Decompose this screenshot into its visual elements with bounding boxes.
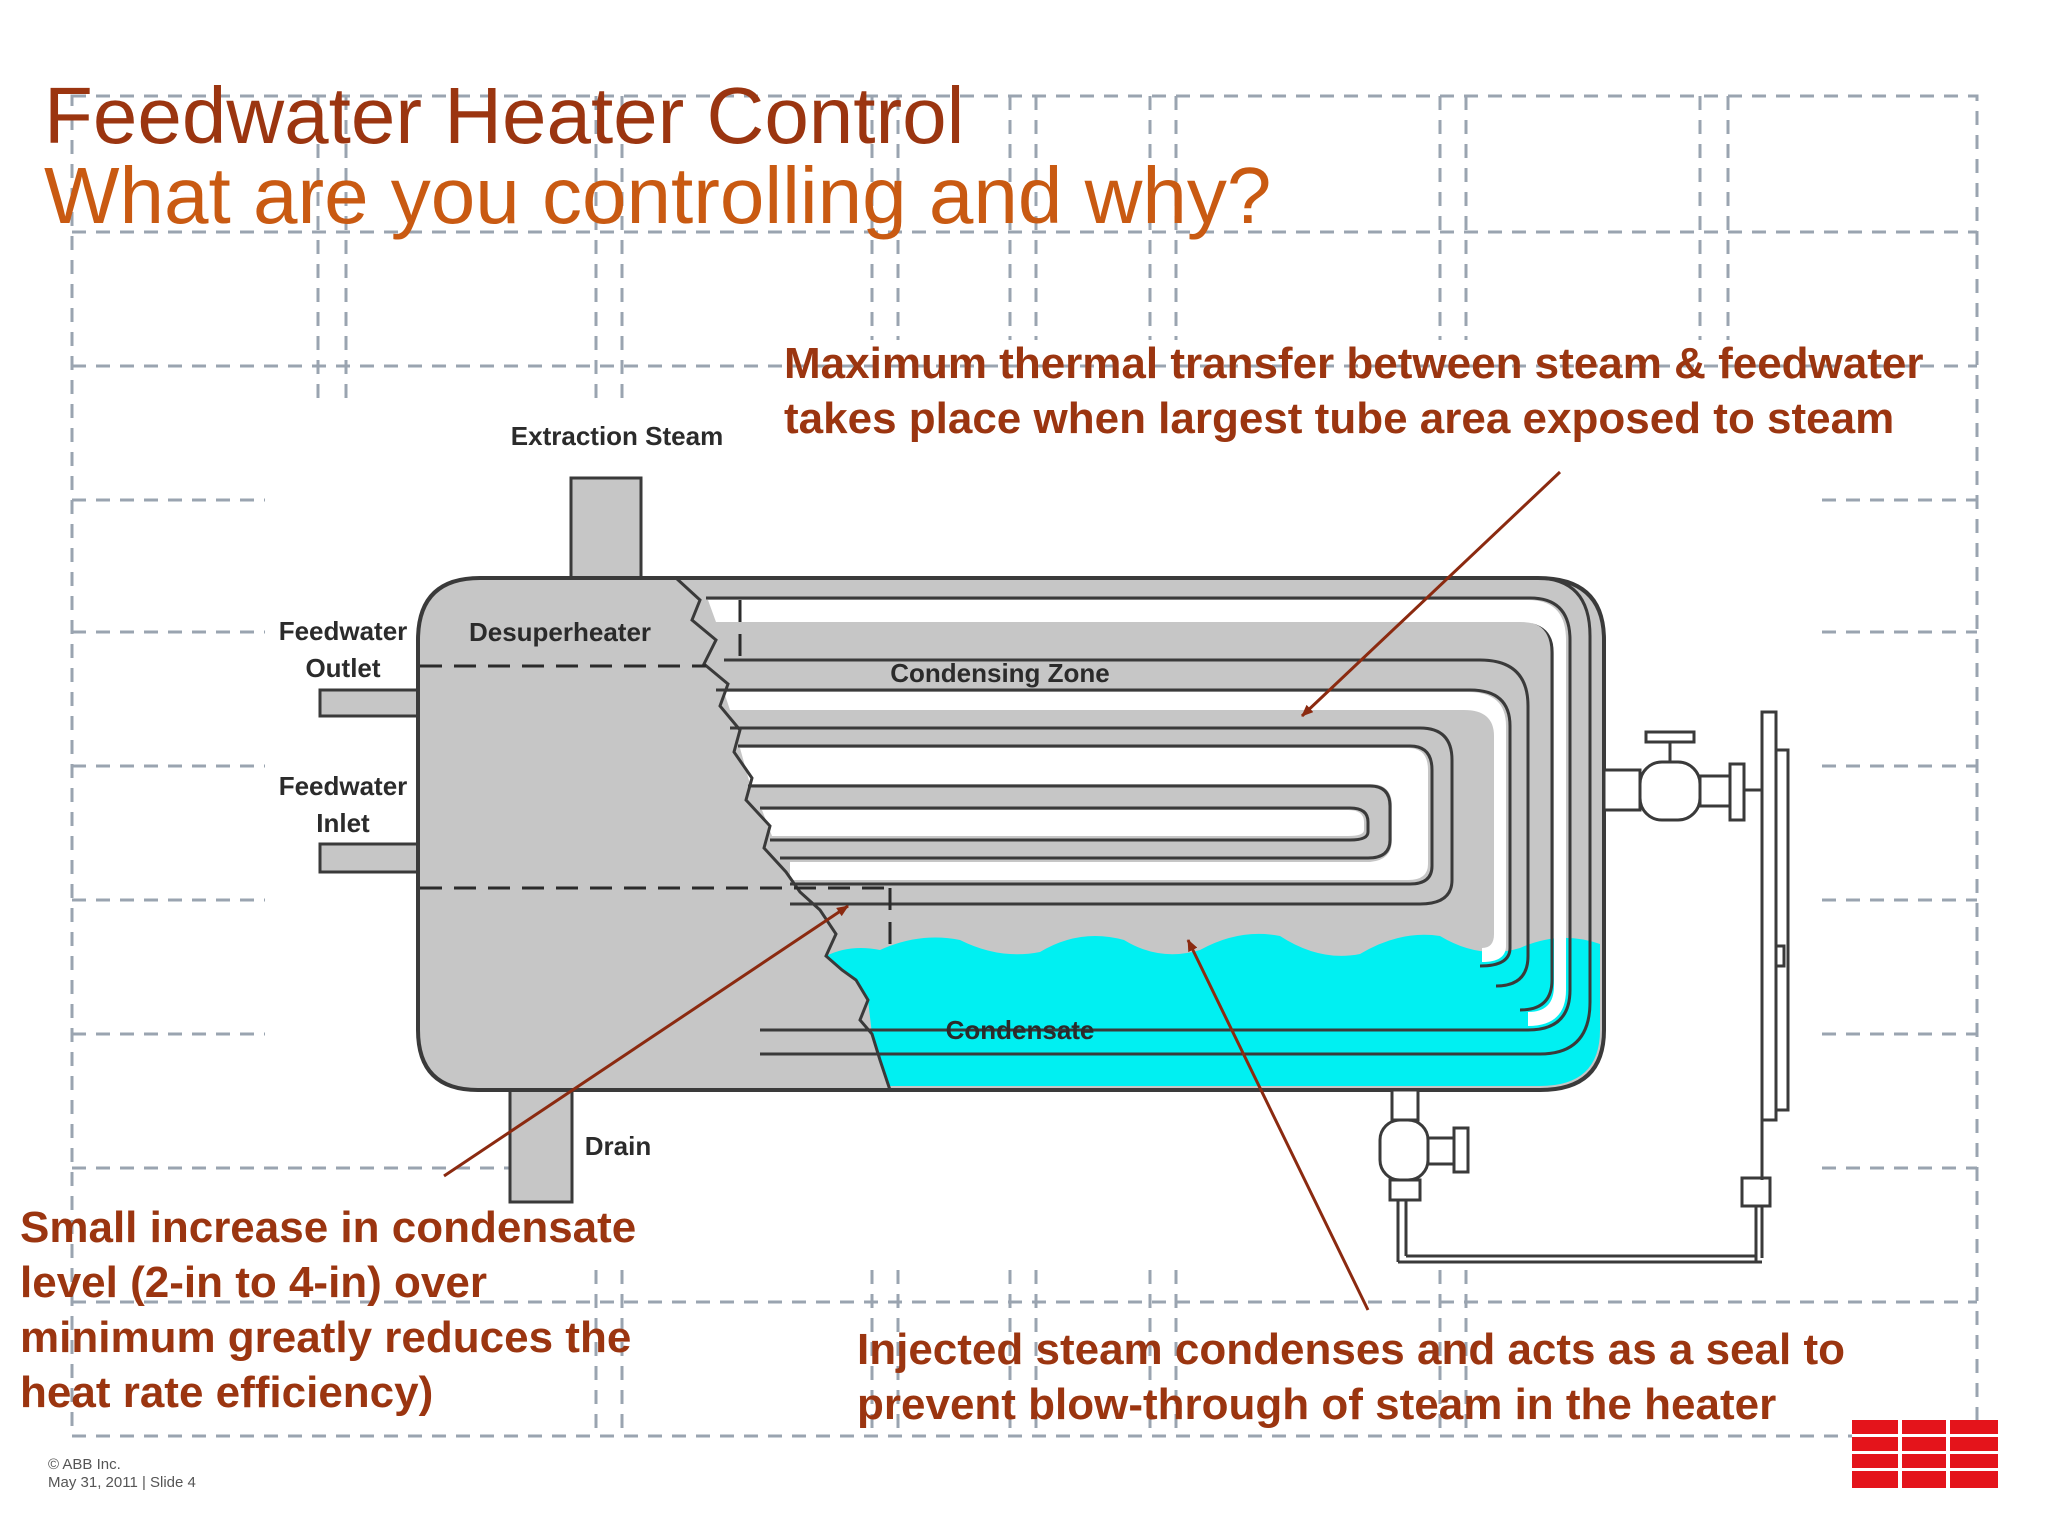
condensate-water [826,933,1600,1086]
extraction-steam-nozzle [569,476,643,582]
label-extraction-steam: Extraction Steam [510,421,724,451]
guide-grid [70,94,1979,1438]
label-feedwater-inlet-line1: Feedwater [278,771,408,801]
callout-bottom-line1: Injected steam condenses and acts as a s… [857,1325,1845,1374]
arrow-max-thermal-transfer [1300,470,1562,718]
label-feedwater-outlet-line2: Outlet [305,653,381,683]
callout-condensate-level: Small increase in condensate level (2-in… [20,1203,637,1417]
zone-boundaries [420,600,892,952]
cutaway-edge [674,576,892,1091]
arrow-steam-seal [1186,939,1370,1311]
callout-arrows [443,470,1562,1311]
arrow-condensate-level [443,904,849,1178]
tube-gaps [708,600,1566,1026]
label-condensing-zone: Condensing Zone [890,658,1110,688]
abb-logo-icon [1852,1420,1998,1488]
callout-top-line1: Maximum thermal transfer between steam &… [784,339,1924,388]
label-drain: Drain [584,1131,652,1161]
footer-dateline: May 31, 2011 | Slide 4 [48,1474,196,1491]
callout-steam-seal: Injected steam condenses and acts as a s… [857,1322,1845,1432]
callout-max-thermal-transfer: Maximum thermal transfer between steam &… [784,336,1924,446]
label-feedwater-outlet: Feedwater Outlet [258,613,428,687]
slide-subtitle: What are you controlling and why? [44,151,1272,240]
label-feedwater-outlet-line1: Feedwater [278,616,408,646]
label-feedwater-inlet-line2: Inlet [316,808,370,838]
feedwater-outlet-nozzle [318,688,422,718]
callout-bottom-line2: prevent blow-through of steam in the hea… [857,1380,1777,1429]
callout-top-line2: takes place when largest tube area expos… [784,394,1895,443]
feedwater-inlet-nozzle [318,842,422,874]
footer-copyright: © ABB Inc. [48,1456,121,1473]
slide-title: Feedwater Heater Control [44,71,965,160]
label-condensate: Condensate [945,1015,1095,1045]
label-desuperheater: Desuperheater [468,617,652,647]
abb-logo-letters [1852,1420,1998,1488]
label-feedwater-inlet: Feedwater Inlet [258,768,428,842]
level-gauge-piping [1378,710,1790,1264]
